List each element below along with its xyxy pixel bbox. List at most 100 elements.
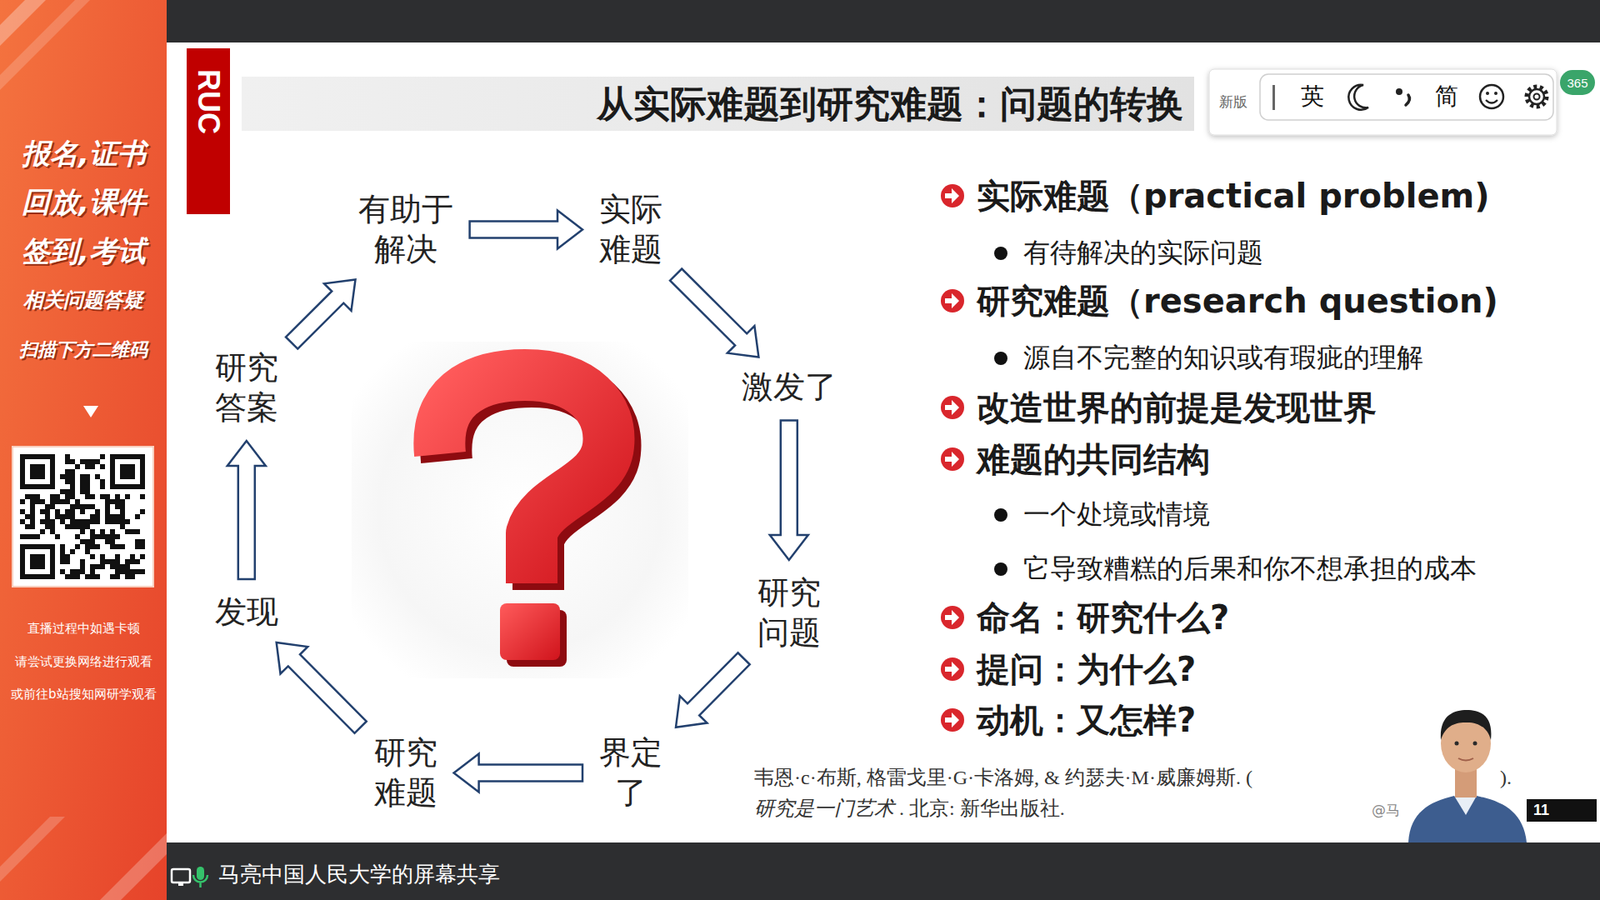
arrow-bullet xyxy=(940,289,965,313)
punct-icon xyxy=(1395,88,1403,95)
node-text: 11 xyxy=(1533,801,1550,820)
ime-cursor xyxy=(1272,85,1275,110)
webcam-eye xyxy=(1473,741,1478,746)
ime-toolbar xyxy=(1209,69,1557,135)
promo-note: 直播过程中如遇卡顿 xyxy=(27,620,140,638)
top-bar xyxy=(166,0,1600,43)
question-dot xyxy=(500,603,560,660)
arrow-bullet xyxy=(940,605,965,630)
cycle-step: 发现 xyxy=(208,589,285,636)
bullet-heading: 研究难题（research question) xyxy=(976,279,1499,323)
cycle-step: 研究 问题 xyxy=(750,570,828,656)
arrow-bullet xyxy=(940,184,965,208)
bullet-item: 有待解决的实际问题 xyxy=(1023,235,1264,271)
node-text: 界定 了 xyxy=(595,733,666,813)
bullet-arrow xyxy=(945,712,960,728)
punct-icon xyxy=(1405,95,1410,105)
gear-icon xyxy=(1529,89,1545,105)
arrow-bullet-heads xyxy=(945,188,960,728)
title-band xyxy=(241,76,1195,131)
bullet-heading: 动机：又怎样? xyxy=(976,698,1196,742)
arrow-bullet xyxy=(940,708,965,732)
webcam-hair xyxy=(1440,710,1492,740)
arrow-bullet xyxy=(940,447,965,471)
mic-icon xyxy=(193,875,208,888)
node-text: 有助于 解决 xyxy=(355,190,457,270)
cycle-step: 激发了 xyxy=(735,364,844,411)
slide-title: 从实际难题到研究难题：问题的转换 xyxy=(596,76,1184,131)
ime-pill xyxy=(1260,74,1554,120)
gear-icon xyxy=(1526,86,1547,107)
node-text: RUC xyxy=(193,69,224,135)
promo-text: 相关问题答疑 xyxy=(23,287,144,314)
bullet-arrow xyxy=(945,661,960,677)
mic-icon xyxy=(196,866,205,880)
panel-stripe xyxy=(0,816,65,882)
node-text: 研究 难题 xyxy=(370,733,441,813)
share-icon xyxy=(178,882,184,886)
node-text: 研究 答案 xyxy=(211,348,282,428)
webcam-body xyxy=(1408,795,1527,843)
bullet-heading: 难题的共同结构 xyxy=(976,437,1210,481)
arrow-bullets xyxy=(940,184,965,732)
down-triangle xyxy=(83,405,99,418)
citation-title: 研究是一门艺术 xyxy=(754,795,895,822)
emoji-eye xyxy=(1485,91,1490,95)
promo-note: 请尝试更换网络进行观看 xyxy=(15,654,153,671)
bullet-item: 它导致糟糕的后果和你不想承担的成本 xyxy=(1023,551,1477,587)
dot-bullet xyxy=(994,508,1008,522)
bullet-item: 源自不完整的知识或有瑕疵的理解 xyxy=(1023,340,1424,376)
bullet-heading: 提问：为什么? xyxy=(976,647,1196,691)
bottom-bar xyxy=(166,842,1600,900)
cycle-step: 有助于 解决 xyxy=(351,186,460,273)
qr-frame xyxy=(12,446,154,587)
bullet-heading: 命名：研究什么? xyxy=(976,595,1230,640)
cycle-step: 研究 难题 xyxy=(367,730,445,816)
bullet-arrow xyxy=(945,293,960,309)
question-mark xyxy=(439,375,609,584)
cycle-step: 研究 答案 xyxy=(208,345,285,431)
emoji-smile xyxy=(1485,100,1498,104)
promo-note: 或前往b站搜知网研学观看 xyxy=(10,686,157,704)
block-arrow xyxy=(675,652,750,727)
share-caption: 马亮中国人民大学的屏幕共享 xyxy=(218,860,500,890)
panel-stripe xyxy=(0,0,90,90)
dot-bullet xyxy=(994,351,1008,365)
citation: 韦恩·c·布斯, 格雷戈里·G·卡洛姆, & 约瑟夫·M·威廉姆斯. ( xyxy=(754,765,1253,791)
promo-panel xyxy=(0,0,167,900)
logo-band: RUC xyxy=(186,48,230,215)
gear-icon xyxy=(1534,94,1540,100)
webcam-mouth xyxy=(1458,758,1474,761)
ime-label: 新版 xyxy=(1219,92,1248,111)
bullet-item: 一个处境或情境 xyxy=(1023,497,1210,533)
ime-button: 英 xyxy=(1300,81,1325,112)
ime-button: 简 xyxy=(1435,81,1459,112)
citation: ). xyxy=(1500,765,1512,791)
block-arrow xyxy=(470,210,583,250)
node-text: 研究 问题 xyxy=(754,573,825,653)
qr-code xyxy=(20,454,145,580)
cycle-step: 实际 难题 xyxy=(592,186,670,273)
block-arrow xyxy=(276,642,367,734)
dot-bullet xyxy=(994,246,1008,260)
bullet-heading: 改造世界的前提是发现世界 xyxy=(976,385,1377,430)
emoji-eye xyxy=(1494,91,1498,95)
bullet-arrow xyxy=(945,451,960,467)
citation: . 北京: 新华出版社. xyxy=(899,795,1065,822)
promo-text: 签到,考试 xyxy=(21,232,146,270)
promo-text: 报名,证书 xyxy=(21,135,146,172)
bullet-arrow xyxy=(945,610,960,625)
block-arrow xyxy=(285,280,356,350)
node-text: 365 xyxy=(1566,75,1588,90)
moon-icon xyxy=(1348,85,1369,110)
block-arrow xyxy=(227,440,266,580)
qr-modules xyxy=(20,454,145,580)
app-badge: 365 xyxy=(1560,70,1595,95)
webcam-eye xyxy=(1455,741,1460,746)
bullet-arrow xyxy=(945,400,960,415)
cycle-step: 界定 了 xyxy=(592,730,670,816)
dot-bullet xyxy=(994,562,1008,576)
node-text: 激发了 xyxy=(738,367,840,408)
